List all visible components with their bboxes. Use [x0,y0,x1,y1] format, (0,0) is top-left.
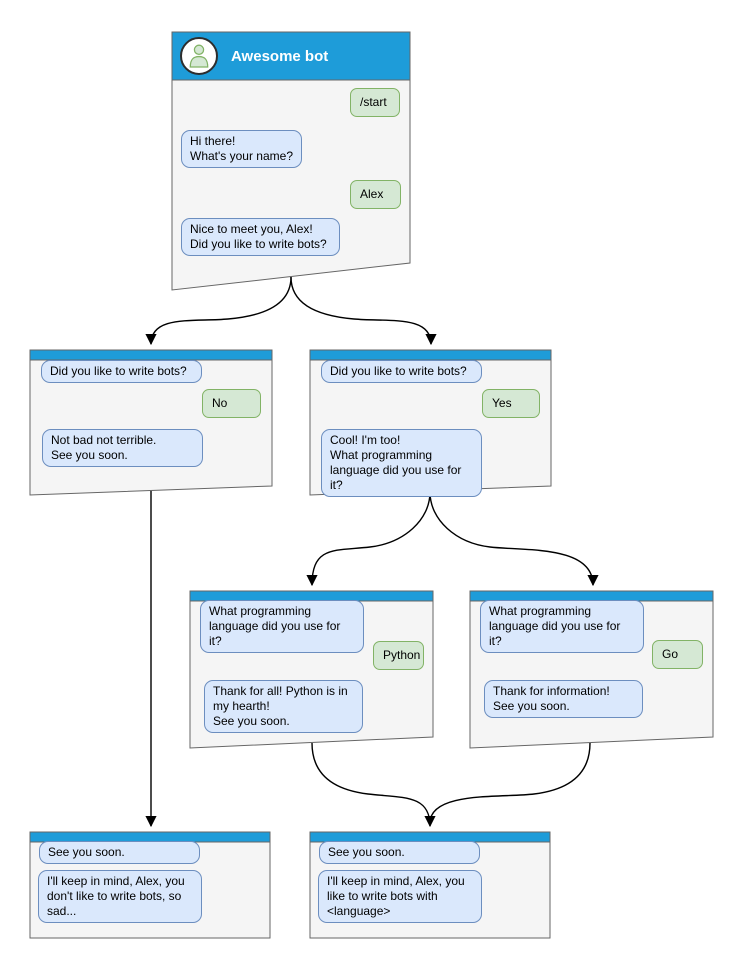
person-icon [189,44,209,68]
bot-message-question-python-branch: What programming language did you use fo… [200,600,364,653]
bot-message-thank-python: Thank for all! Python is in my hearth! S… [204,680,363,733]
edge-yes-to-go [429,491,599,587]
edge-go-to-end-yes [429,742,591,824]
edge-main-to-no [145,276,292,346]
bot-message-thank-info: Thank for information! See you soon. [484,680,643,718]
user-message-python: Python [373,641,424,670]
bot-message-keep-in-mind-yes: I'll keep in mind, Alex, you like to wri… [318,870,482,923]
user-message-alex: Alex [350,180,401,209]
edge-yes-to-python [306,491,431,587]
user-message-go: Go [652,640,703,669]
edge-main-to-yes [290,276,437,346]
bot-message-not-bad: Not bad not terrible. See you soon. [42,429,203,467]
edge-python-to-end-yes [311,742,436,828]
bot-avatar [180,37,218,75]
no-window-titlebar [29,349,273,361]
yes-window-titlebar [309,349,552,361]
bot-message-question-no-branch: Did you like to write bots? [41,360,202,383]
bot-message-keep-in-mind-no: I'll keep in mind, Alex, you don't like … [38,870,202,923]
bot-message-cool-im-too: Cool! I'm too! What programming language… [321,429,482,497]
main-window-title: Awesome bot [231,47,329,65]
user-message-no: No [202,389,261,418]
bot-message-see-you-soon-yes: See you soon. [319,841,480,864]
bot-message-see-you-soon-no: See you soon. [39,841,200,864]
bot-message-hi-there: Hi there! What's your name? [181,130,302,168]
bot-message-question-yes-branch: Did you like to write bots? [321,360,482,383]
bot-message-question-go-branch: What programming language did you use fo… [480,600,644,653]
user-message-start: /start [350,88,400,117]
user-message-yes: Yes [482,389,540,418]
bot-message-nice-to-meet: Nice to meet you, Alex! Did you like to … [181,218,340,256]
